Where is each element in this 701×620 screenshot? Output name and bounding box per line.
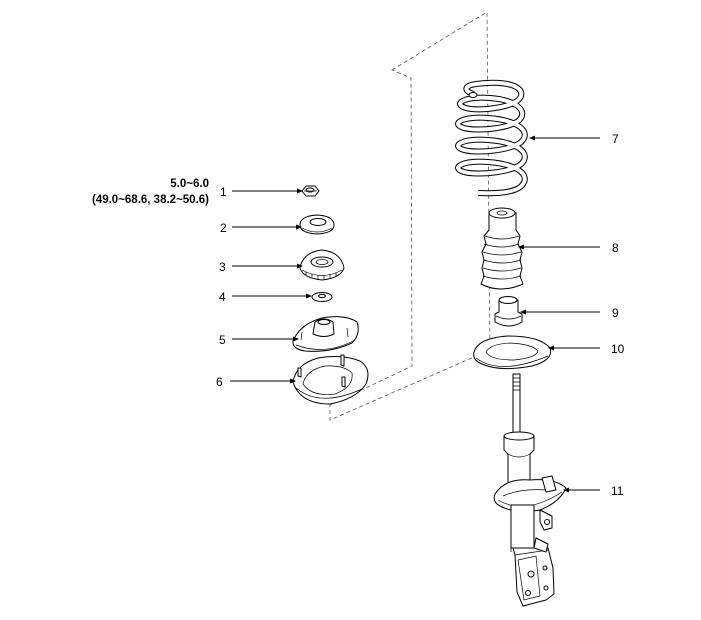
callout-3-number: 3: [219, 260, 226, 274]
part-1-nut: [301, 185, 320, 197]
part-6-upper-seat: [292, 354, 369, 405]
callout-11: 11: [563, 484, 624, 498]
part-7-coil-spring: [455, 79, 528, 197]
part-8-dust-boot: [480, 207, 524, 290]
part-10-spring-pad: [473, 335, 552, 370]
part-3-bearing: [299, 249, 345, 281]
torque-value: 5.0~6.0: [170, 178, 209, 190]
callout-3: 3: [219, 260, 303, 274]
part-9-bumper: [494, 296, 523, 327]
callout-6-number: 6: [216, 375, 223, 389]
callout-11-number: 11: [611, 484, 624, 498]
part-11-strut: [493, 373, 567, 607]
callout-8: 8: [518, 241, 619, 255]
callout-1-number: 1: [220, 185, 227, 199]
callout-2: 2: [220, 221, 302, 235]
callout-8-number: 8: [612, 241, 619, 255]
callout-7-number: 7: [612, 132, 619, 146]
callout-9: 9: [520, 306, 619, 320]
callout-9-number: 9: [612, 306, 619, 320]
part-2-dust-cover: [299, 214, 335, 235]
callout-2-number: 2: [220, 221, 227, 235]
callout-5: 5: [219, 333, 299, 347]
callout-4: 4: [219, 290, 312, 304]
group-outline: [329, 11, 491, 421]
callout-4-number: 4: [219, 290, 226, 304]
callout-10-number: 10: [611, 342, 625, 356]
callout-6: 6: [216, 375, 296, 389]
part-5-insulator: [292, 316, 359, 352]
callout-1: 1: [220, 185, 303, 199]
callout-7: 7: [529, 132, 619, 146]
callout-10: 10: [548, 342, 625, 356]
callout-5-number: 5: [219, 333, 226, 347]
torque-alt-units: (49.0~68.6, 38.2~50.6): [92, 194, 209, 206]
part-4-washer: [311, 292, 333, 302]
